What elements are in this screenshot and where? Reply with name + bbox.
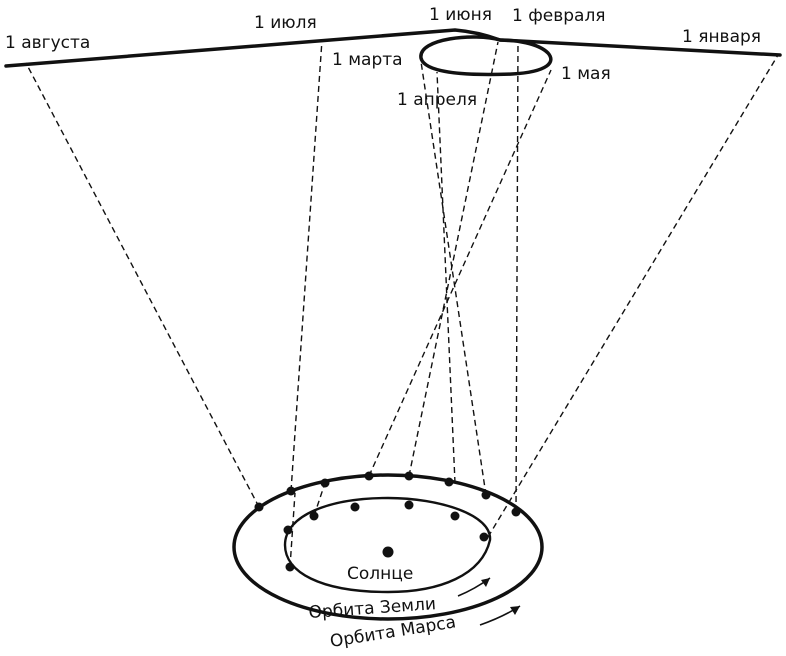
mars-position-dot: [320, 478, 330, 488]
label-january: 1 января: [682, 27, 761, 47]
label-april: 1 апреля: [397, 90, 477, 110]
mars-position-dot: [404, 471, 414, 481]
sight-line-august: [25, 62, 260, 508]
mars-position-dot: [364, 471, 374, 481]
label-june: 1 июня: [429, 5, 492, 25]
sight-line-march: [419, 54, 487, 496]
mars-position-dots: [254, 471, 521, 517]
label-august: 1 августа: [5, 33, 90, 53]
earth-position-dot: [450, 511, 460, 521]
sight-line-earth-1: [289, 492, 296, 568]
label-march: 1 марта: [332, 50, 403, 70]
sight-lines: [25, 39, 779, 568]
earth-position-dot: [309, 511, 319, 521]
sight-line-january: [487, 54, 779, 538]
mars-position-dot: [444, 477, 454, 487]
earth-orbit: [283, 496, 492, 594]
sight-line-april: [436, 71, 456, 484]
mars-position-dot: [286, 486, 296, 496]
label-sun: Солнце: [347, 564, 413, 584]
sight-line-february: [515, 39, 519, 513]
mars-orbit-arrow: [479, 605, 521, 626]
earth-orbit-arrow: [457, 577, 491, 597]
sight-line-july: [290, 39, 323, 492]
sight-line-june: [368, 69, 552, 477]
mars-position-dot: [254, 502, 264, 512]
earth-position-dot: [404, 500, 414, 510]
mars-orbit: [232, 473, 544, 621]
earth-position-dots: [283, 500, 489, 572]
earth-position-dot: [350, 502, 360, 512]
label-may: 1 мая: [561, 64, 611, 84]
earth-position-dot: [285, 562, 295, 572]
sun-marker: [382, 546, 394, 558]
label-july: 1 июля: [254, 13, 317, 33]
mars-position-dot: [511, 507, 521, 517]
earth-position-dot: [283, 525, 293, 535]
retrograde-loop: [419, 35, 553, 77]
sight-line-may: [408, 41, 499, 477]
label-february: 1 февраля: [512, 6, 606, 26]
mars-position-dot: [481, 490, 491, 500]
earth-position-dot: [479, 532, 489, 542]
